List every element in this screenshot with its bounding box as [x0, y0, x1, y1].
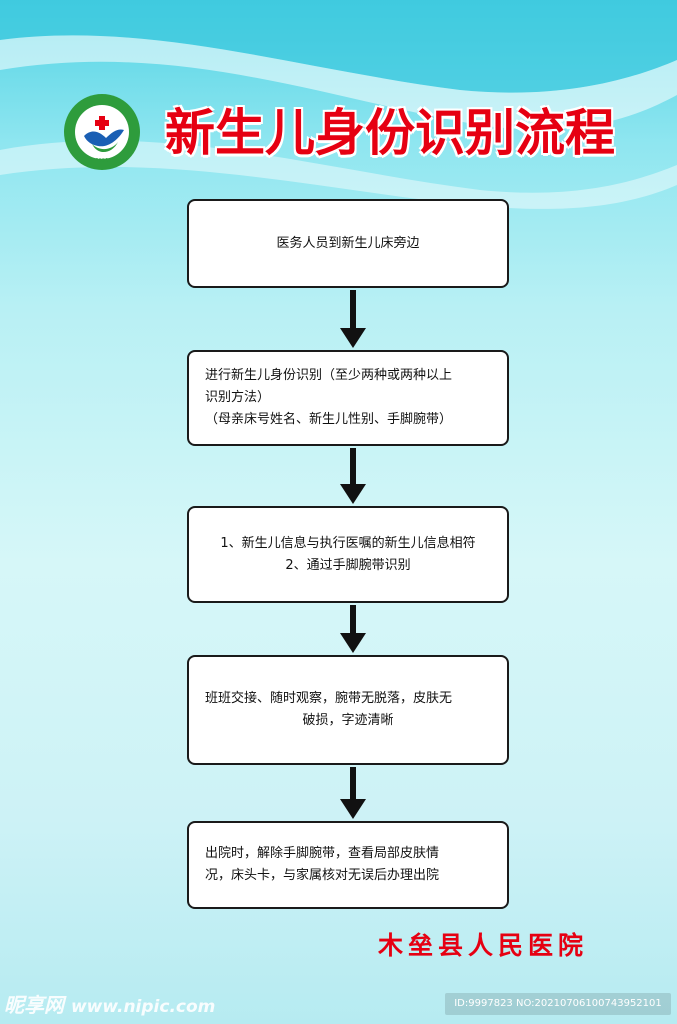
step-2-line-1: 进行新生儿身份识别（至少两种或两种以上	[205, 368, 453, 383]
watermark-brand: 昵享网 www.nipic.com	[4, 990, 215, 1020]
down-arrow-icon	[340, 448, 366, 504]
hospital-logo-icon: 1953	[64, 94, 140, 170]
step-3-line-2: 2、通过手脚腕带识别	[285, 557, 411, 573]
step-2-line-2: 识别方法）	[205, 390, 271, 405]
flow-step-5: 出院时，解除手脚腕带，查看局部皮肤情 况，床头卡，与家属核对无误后办理出院	[187, 821, 509, 909]
down-arrow-icon	[340, 605, 366, 653]
step-1-line-1: 医务人员到新生儿床旁边	[276, 235, 420, 251]
flow-step-4: 班班交接、随时观察，腕带无脱落，皮肤无 破损，字迹清晰	[187, 655, 509, 765]
flow-step-2: 进行新生儿身份识别（至少两种或两种以上 识别方法） （母亲床号姓名、新生儿性别、…	[187, 350, 509, 446]
watermark-brand-text: 昵享网	[4, 993, 64, 1017]
watermark-url: www.nipic.com	[70, 997, 216, 1017]
step-4-line-1: 班班交接、随时观察，腕带无脱落，皮肤无	[205, 691, 453, 706]
step-5-line-2: 况，床头卡，与家属核对无误后办理出院	[205, 868, 440, 883]
page-title: 新生儿身份识别流程	[165, 103, 615, 162]
background-wave	[0, 0, 677, 209]
step-5-line-1: 出院时，解除手脚腕带，查看局部皮肤情	[205, 846, 440, 861]
down-arrow-icon	[340, 290, 366, 348]
hospital-name: 木垒县人民医院	[378, 931, 589, 960]
step-4-line-2: 破损，字迹清晰	[302, 713, 394, 728]
down-arrow-icon	[340, 767, 366, 819]
step-3-line-1: 1、新生儿信息与执行医嘱的新生儿信息相符	[220, 535, 476, 551]
logo-year: 1953	[96, 158, 109, 164]
watermark-id: ID:9997823 NO:20210706100743952101	[445, 993, 671, 1015]
flow-step-1: 医务人员到新生儿床旁边	[187, 199, 509, 288]
step-2-line-3: （母亲床号姓名、新生儿性别、手脚腕带）	[205, 412, 453, 427]
flow-step-3: 1、新生儿信息与执行医嘱的新生儿信息相符 2、通过手脚腕带识别	[187, 506, 509, 603]
